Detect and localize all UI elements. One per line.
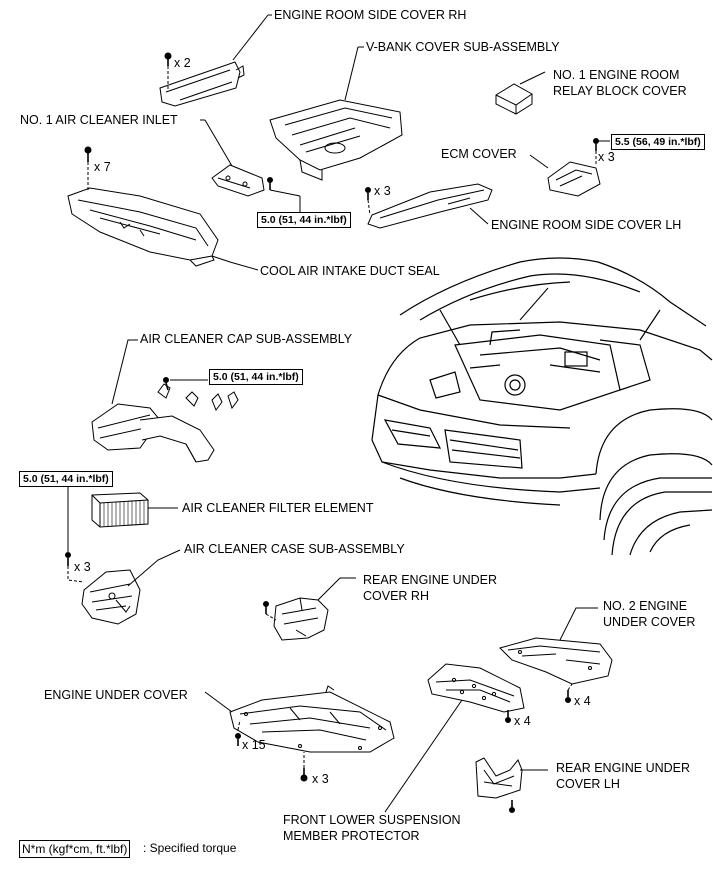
- bolt-icon: [365, 187, 371, 200]
- label-cool-air-intake-duct-seal: COOL AIR INTAKE DUCT SEAL: [260, 264, 440, 278]
- rear-under-cover-lh-part: [475, 757, 523, 799]
- ecm-cover-part: [547, 161, 601, 197]
- leader-duct-seal: [211, 255, 259, 271]
- bolt-icon: [84, 146, 92, 162]
- label-no2-under-cover-line2: UNDER COVER: [603, 615, 696, 629]
- air-cleaner-case-part: [81, 569, 141, 625]
- no2-under-cover-part: [499, 637, 613, 685]
- leader-case: [127, 549, 181, 587]
- leader-relay-block: [519, 71, 546, 85]
- engine-room-side-cover-lh-part: [367, 183, 493, 229]
- leader-front-lower: [384, 699, 463, 813]
- air-cleaner-filter-part: [91, 492, 149, 528]
- label-rear-under-cover-rh-line1: REAR ENGINE UNDER: [363, 573, 498, 587]
- front-lower-protector-part: [427, 663, 525, 713]
- bolt-icon: [509, 800, 515, 813]
- bolt-icon: [300, 768, 308, 782]
- label-v-bank-cover: V-BANK COVER SUB-ASSEMBLY: [366, 40, 560, 54]
- leader-under-cover: [204, 691, 233, 713]
- label-front-lower-protector-line1: FRONT LOWER SUSPENSION: [283, 813, 461, 827]
- relay-block-cover-part: [495, 83, 533, 115]
- leader-side-cover-rh: [232, 14, 269, 61]
- bolt-icon: [65, 552, 71, 566]
- qty-under-cover-b: x 3: [312, 772, 329, 786]
- engine-under-cover-part: [229, 685, 395, 753]
- label-relay-block-cover-line2: RELAY BLOCK COVER: [553, 84, 687, 98]
- bolt-icon: [593, 138, 599, 151]
- label-engine-under-cover: ENGINE UNDER COVER: [44, 688, 188, 702]
- leader-ecm: [529, 154, 549, 169]
- vehicle-illustration: [371, 257, 713, 556]
- qty-no2-under: x 4: [574, 694, 591, 708]
- leader-no2: [559, 607, 598, 641]
- label-air-cleaner-cap: AIR CLEANER CAP SUB-ASSEMBLY: [140, 332, 353, 346]
- bolt-icon: [263, 601, 269, 614]
- label-engine-room-side-cover-rh: ENGINE ROOM SIDE COVER RH: [274, 8, 467, 22]
- label-rear-under-cover-lh-line2: COVER LH: [556, 777, 620, 791]
- leader-vehicle: [519, 287, 549, 321]
- qty-case: x 3: [74, 560, 91, 574]
- label-air-cleaner-inlet: NO. 1 AIR CLEANER INLET: [20, 113, 178, 127]
- torque-cap: 5.0 (51, 44 in.*lbf): [209, 369, 303, 385]
- label-front-lower-protector-line2: MEMBER PROTECTOR: [283, 829, 420, 843]
- v-bank-cover-part: [269, 99, 403, 181]
- label-ecm-cover: ECM COVER: [441, 147, 517, 161]
- leader-cap: [111, 339, 138, 405]
- qty-under-cover-a: x 15: [242, 738, 266, 752]
- qty-side-cover-lh: x 3: [374, 184, 391, 198]
- label-rear-under-cover-rh-line2: COVER RH: [363, 589, 429, 603]
- qty-side-cover-rh: x 2: [174, 56, 191, 70]
- leader-v-bank: [344, 46, 359, 101]
- legend-torque-box: N*m (kgf*cm, ft.*lbf): [19, 840, 131, 858]
- bolt-icon: [163, 377, 169, 391]
- label-no2-under-cover-line1: NO. 2 ENGINE: [603, 599, 688, 613]
- label-air-cleaner-filter: AIR CLEANER FILTER ELEMENT: [182, 501, 374, 515]
- bolt-icon: [565, 690, 571, 703]
- legend-description: : Specified torque: [143, 841, 237, 855]
- label-air-cleaner-case: AIR CLEANER CASE SUB-ASSEMBLY: [184, 542, 405, 556]
- cool-air-intake-duct-seal-part: [67, 187, 219, 267]
- qty-ecm: x 3: [598, 150, 615, 164]
- qty-front-lower: x 4: [514, 714, 531, 728]
- leader-air-cleaner-inlet: [204, 119, 233, 167]
- leader-side-cover-lh: [469, 207, 489, 225]
- label-engine-room-side-cover-lh: ENGINE ROOM SIDE COVER LH: [491, 218, 682, 232]
- engine-room-side-cover-rh-part: [159, 61, 245, 107]
- torque-case: 5.0 (51, 44 in.*lbf): [19, 471, 113, 487]
- bolt-icon: [505, 710, 511, 723]
- air-cleaner-inlet-part: [211, 164, 265, 197]
- qty-duct-seal: x 7: [94, 160, 111, 174]
- rear-under-cover-rh-part: [273, 597, 329, 641]
- bolt-icon: [267, 177, 273, 190]
- leader-rear-rh: [317, 577, 356, 601]
- bolt-icon: [164, 52, 172, 66]
- torque-inlet: 5.0 (51, 44 in.*lbf): [257, 212, 351, 228]
- label-relay-block-cover-line1: NO. 1 ENGINE ROOM: [553, 68, 680, 82]
- torque-ecm: 5.5 (56, 49 in.*lbf): [611, 134, 705, 150]
- label-rear-under-cover-lh-line1: REAR ENGINE UNDER: [556, 761, 691, 775]
- bolt-icon: [235, 733, 241, 746]
